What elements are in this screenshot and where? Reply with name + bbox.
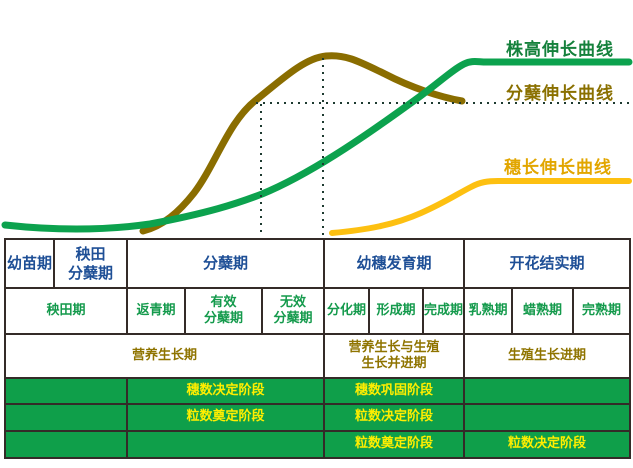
cell-vegetative-growth-phase: 营养生长期 — [6, 335, 323, 377]
cell-full-ripe-stage: 完熟期 — [574, 289, 629, 333]
stage-bar-cell-empty — [6, 405, 126, 430]
plant-height-curve — [1, 58, 633, 233]
cell-seedling-period: 幼苗期 — [6, 240, 53, 287]
cell-milk-ripe-stage: 乳熟期 — [465, 289, 511, 333]
stage-bar-cell-empty — [465, 405, 629, 430]
cell-grain-number-foundation: 粒数奠定阶段 — [128, 405, 323, 430]
panicle-length-curve-label: 穗长伸长曲线 — [504, 158, 612, 178]
tiller-curve — [139, 52, 466, 235]
cell-differentiation-stage: 分化期 — [325, 289, 368, 333]
stage-bar-cell-empty — [128, 432, 323, 457]
cell-panicle-number-determination: 穗数决定阶段 — [128, 379, 323, 403]
cell-completion-stage: 完成期 — [424, 289, 463, 333]
cell-grain-number-foundation-late: 粒数奠定阶段 — [325, 432, 463, 457]
growth-stage-table: 幼苗期 秧田 分蘖期 分蘖期 幼穗发育期 开花结实期 秧田期 返青期 有效 分蘖… — [4, 238, 631, 459]
cell-grain-number-determination-late: 粒数决定阶段 — [465, 432, 629, 457]
stage-bar-cell-empty — [6, 432, 126, 457]
stage-bar-cell-empty — [6, 379, 126, 403]
cell-effective-tillering-stage: 有效 分蘖期 — [186, 289, 261, 333]
cell-panicle-number-consolidation: 穗数巩固阶段 — [325, 379, 463, 403]
cell-ineffective-tillering-stage: 无效 分蘖期 — [263, 289, 323, 333]
cell-seedbed-tillering-period: 秧田 分蘖期 — [55, 240, 126, 287]
growth-curves-chart — [1, 52, 633, 236]
cell-regreening-stage: 返青期 — [128, 289, 184, 333]
cell-wax-ripe-stage: 蜡熟期 — [513, 289, 572, 333]
tiller-curve-label: 分蘖伸长曲线 — [506, 84, 614, 104]
stage-bar-cell-empty — [465, 379, 629, 403]
cell-concurrent-growth-phase: 营养生长与生殖 生长并进期 — [325, 335, 463, 377]
cell-grain-number-determination: 粒数决定阶段 — [325, 405, 463, 430]
plant-height-curve-label: 株高伸长曲线 — [506, 40, 614, 60]
cell-reproductive-growth-phase: 生殖生长进期 — [465, 335, 629, 377]
panicle-length-curve — [329, 178, 632, 236]
cell-flowering-fruiting-period: 开花结实期 — [465, 240, 629, 287]
cell-formation-stage: 形成期 — [370, 289, 422, 333]
cell-seedbed-stage: 秧田期 — [6, 289, 126, 333]
cell-tillering-period: 分蘖期 — [128, 240, 323, 287]
cell-panicle-development-period: 幼穗发育期 — [325, 240, 463, 287]
